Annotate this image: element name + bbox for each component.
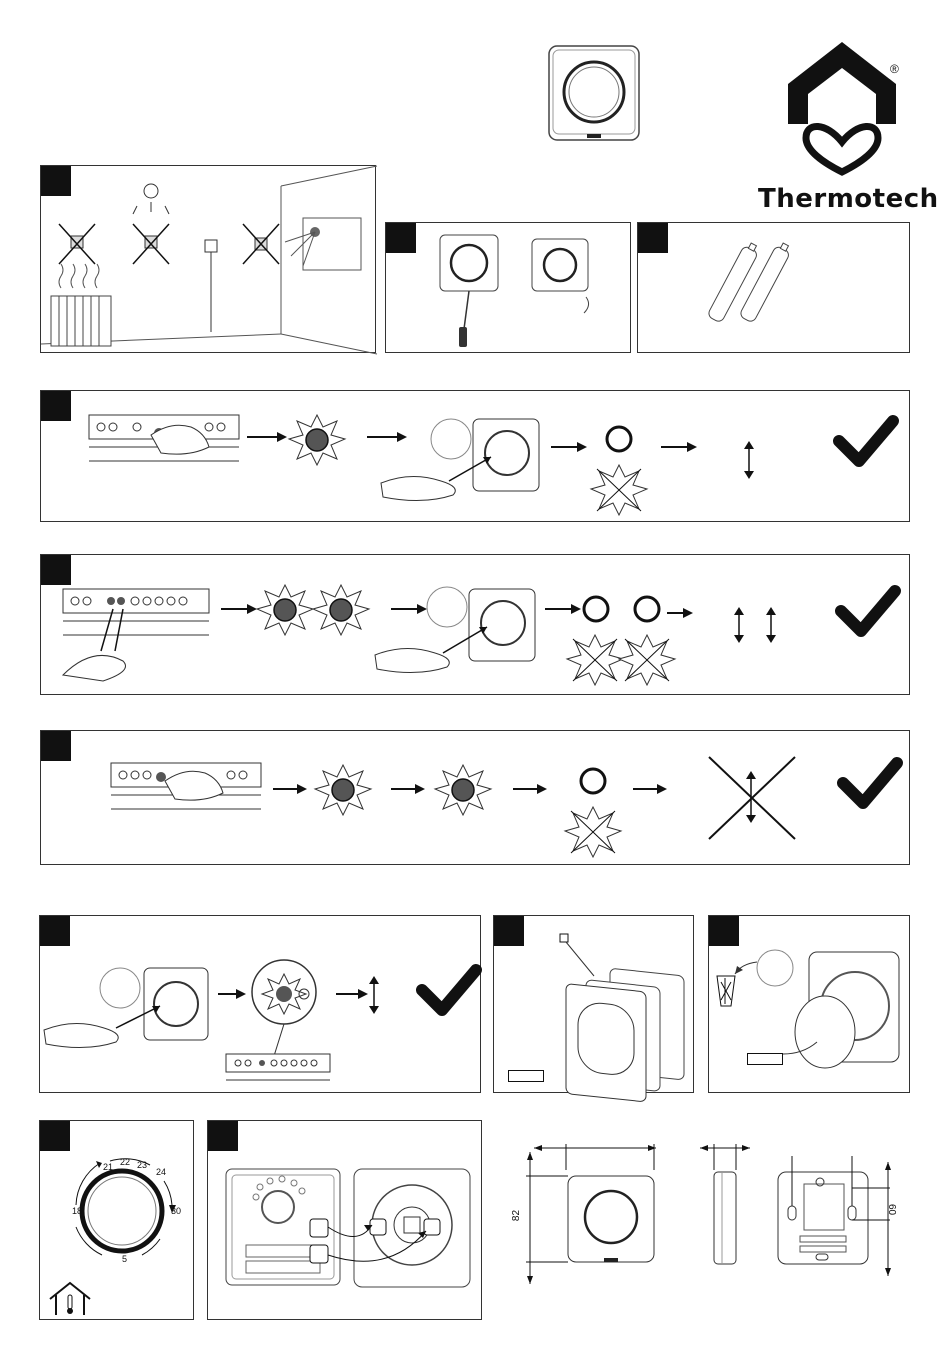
panel-opening: [385, 222, 631, 353]
registered-mark: ®: [890, 62, 899, 76]
dial-value-24: 24: [156, 1167, 166, 1177]
panel-frame: [493, 915, 694, 1093]
battery-icon: [638, 223, 911, 354]
panel-pairing-single: [40, 390, 910, 522]
dimension-drawing-front: [520, 1138, 670, 1288]
reset-illustration: [41, 731, 911, 866]
repeater-illustration: [40, 916, 482, 1094]
panel-placement: [40, 165, 376, 353]
dial-value-18: 18: [72, 1206, 82, 1216]
panel-internal-switches: [207, 1120, 482, 1320]
thermostat-product-icon: [545, 42, 645, 142]
frame-label-box: [508, 1070, 544, 1082]
frame-assembly-illustration: [494, 916, 695, 1094]
panel-dial: 21 22 23 24 18 30 5: [39, 1120, 194, 1320]
dimension-drawing-side: [700, 1138, 750, 1288]
dial-value-23: 23: [137, 1160, 147, 1170]
mount-spacing-dimension-label: 60: [886, 1204, 897, 1215]
panel-repeater: [39, 915, 481, 1093]
pairing-double-illustration: [41, 555, 911, 696]
pairing-single-illustration: [41, 391, 911, 523]
dial-value-5: 5: [122, 1254, 127, 1264]
foil-label-box: [747, 1053, 783, 1065]
dimension-drawing-back: [770, 1138, 900, 1288]
dial-value-22: 22: [120, 1157, 130, 1167]
panel-pairing-double: [40, 554, 910, 695]
remove-foil-illustration: [709, 916, 911, 1094]
home-temperature-icon: [48, 1281, 92, 1317]
brand-name: Thermotech: [758, 184, 939, 214]
internal-switches-illustration: [208, 1121, 483, 1321]
panel-reset: [40, 730, 910, 865]
panel-batteries: [637, 222, 910, 353]
panel-foil: [708, 915, 910, 1093]
room-placement-illustration: [41, 166, 377, 354]
thermotech-logo-icon: [778, 38, 906, 178]
dial-value-21: 21: [103, 1162, 113, 1172]
dial-value-30: 30: [171, 1206, 181, 1216]
open-device-illustration: [386, 223, 632, 354]
height-dimension-label: 82: [511, 1210, 522, 1221]
